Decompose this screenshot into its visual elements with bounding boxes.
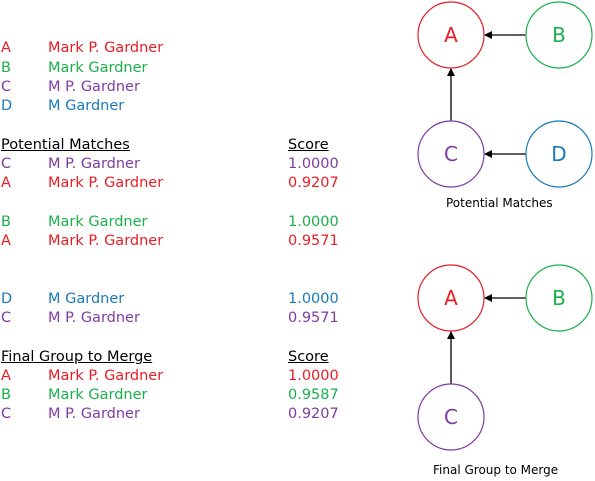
node-a xyxy=(417,264,485,332)
final-score: 1.0000 xyxy=(288,368,339,384)
node-c xyxy=(417,383,485,451)
node-label-b: B xyxy=(552,23,566,47)
match-score: 0.9207 xyxy=(288,175,339,191)
node-label-c: C xyxy=(444,405,458,429)
match-name: Mark P. Gardner xyxy=(48,233,164,249)
record-id: A xyxy=(1,40,11,56)
match-id: C xyxy=(1,310,12,326)
final-id: B xyxy=(1,387,11,403)
match-score: 1.0000 xyxy=(288,156,339,172)
match-name: Mark P. Gardner xyxy=(48,175,164,191)
record-name: Mark P. Gardner xyxy=(48,40,164,56)
match-score: 0.9571 xyxy=(288,310,339,326)
match-name: Mark Gardner xyxy=(48,214,148,230)
match-score: 1.0000 xyxy=(288,291,339,307)
final-group-graph: A B C xyxy=(417,264,593,451)
potential-matches-caption: Potential Matches xyxy=(446,196,553,210)
node-c xyxy=(417,120,485,188)
final-score-heading: Score xyxy=(288,349,329,365)
final-name: Mark P. Gardner xyxy=(48,368,164,384)
record-id: C xyxy=(1,79,12,95)
node-d xyxy=(525,120,593,188)
match-name: M Gardner xyxy=(48,291,125,307)
match-id: A xyxy=(1,175,11,191)
match-id: C xyxy=(1,156,12,172)
final-score: 0.9207 xyxy=(288,406,339,422)
potential-matches-heading: Potential Matches xyxy=(1,137,130,153)
final-group-heading: Final Group to Merge xyxy=(1,349,153,365)
node-label-a: A xyxy=(444,286,458,310)
final-id: C xyxy=(1,406,12,422)
match-name: M P. Gardner xyxy=(48,310,140,326)
final-name: Mark Gardner xyxy=(48,387,148,403)
node-b xyxy=(525,1,593,69)
match-id: B xyxy=(1,214,11,230)
match-name: M P. Gardner xyxy=(48,156,140,172)
record-name: M Gardner xyxy=(48,98,125,114)
match-score: 1.0000 xyxy=(288,214,339,230)
record-id: B xyxy=(1,60,11,76)
final-name: M P. Gardner xyxy=(48,406,140,422)
final-group-caption: Final Group to Merge xyxy=(433,463,559,477)
record-name: Mark Gardner xyxy=(48,60,148,76)
record-name: M P. Gardner xyxy=(48,79,140,95)
node-label-b: B xyxy=(552,286,566,310)
node-label-d: D xyxy=(551,142,566,166)
potential-matches-graph: A B C D xyxy=(417,1,593,188)
match-score: 0.9571 xyxy=(288,233,339,249)
match-id: D xyxy=(1,291,13,307)
final-id: A xyxy=(1,368,11,384)
final-score: 0.9587 xyxy=(288,387,339,403)
potential-score-heading: Score xyxy=(288,137,329,153)
node-b xyxy=(525,264,593,332)
record-id: D xyxy=(1,98,13,114)
node-label-a: A xyxy=(444,23,458,47)
node-label-c: C xyxy=(444,142,458,166)
node-a xyxy=(417,1,485,69)
match-id: A xyxy=(1,233,11,249)
